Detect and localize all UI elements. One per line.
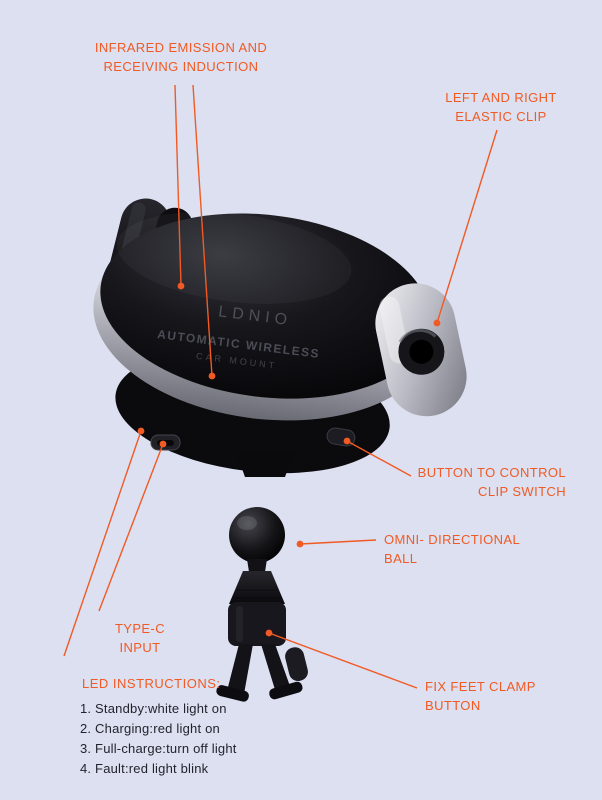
label-fix-feet: FIX FEET CLAMP BUTTON (425, 679, 536, 713)
callout-line-type-c (98, 440, 167, 612)
led-instructions-list: 1. Standby:white light on 2. Charging:re… (80, 699, 237, 779)
led-item-fault: 4. Fault:red light blink (80, 761, 209, 776)
led-item-charging: 2. Charging:red light on (80, 721, 220, 736)
fix-feet-clamp-button-shape (285, 647, 308, 682)
led-item-full-charge: 3. Full-charge:turn off light (80, 741, 237, 756)
omni-ball-shape (229, 507, 285, 563)
led-item-standby: 1. Standby:white light on (80, 701, 227, 716)
vent-mount-body (216, 559, 308, 702)
right-elastic-clip-shape (375, 283, 467, 417)
device-disc: LDNIO AUTOMATIC WIRELESS CAR MOUNT (93, 211, 434, 474)
led-instructions-title: LED INSTRUCTIONS: (82, 676, 221, 691)
underside-mount-base (236, 452, 294, 477)
label-clip-switch: BUTTON TO CONTROL CLIP SWITCH (417, 465, 566, 499)
label-elastic-clip: LEFT AND RIGHT ELASTIC CLIP (445, 90, 557, 124)
callout-line-led (63, 427, 145, 657)
callout-line-fix-feet (265, 629, 418, 689)
callout-lines (63, 84, 498, 689)
callout-line-omni-ball (296, 539, 377, 548)
callout-line-infrared-1 (174, 84, 185, 290)
callout-line-clip-switch (343, 437, 412, 477)
label-omni-ball: OMNI- DIRECTIONAL BALL (384, 532, 521, 566)
label-type-c: TYPE-C INPUT (114, 621, 166, 655)
callout-line-elastic-clip (433, 129, 498, 327)
callout-line-infrared-2 (192, 84, 216, 380)
label-infrared: INFRARED EMISSION AND RECEIVING INDUCTIO… (94, 40, 268, 74)
